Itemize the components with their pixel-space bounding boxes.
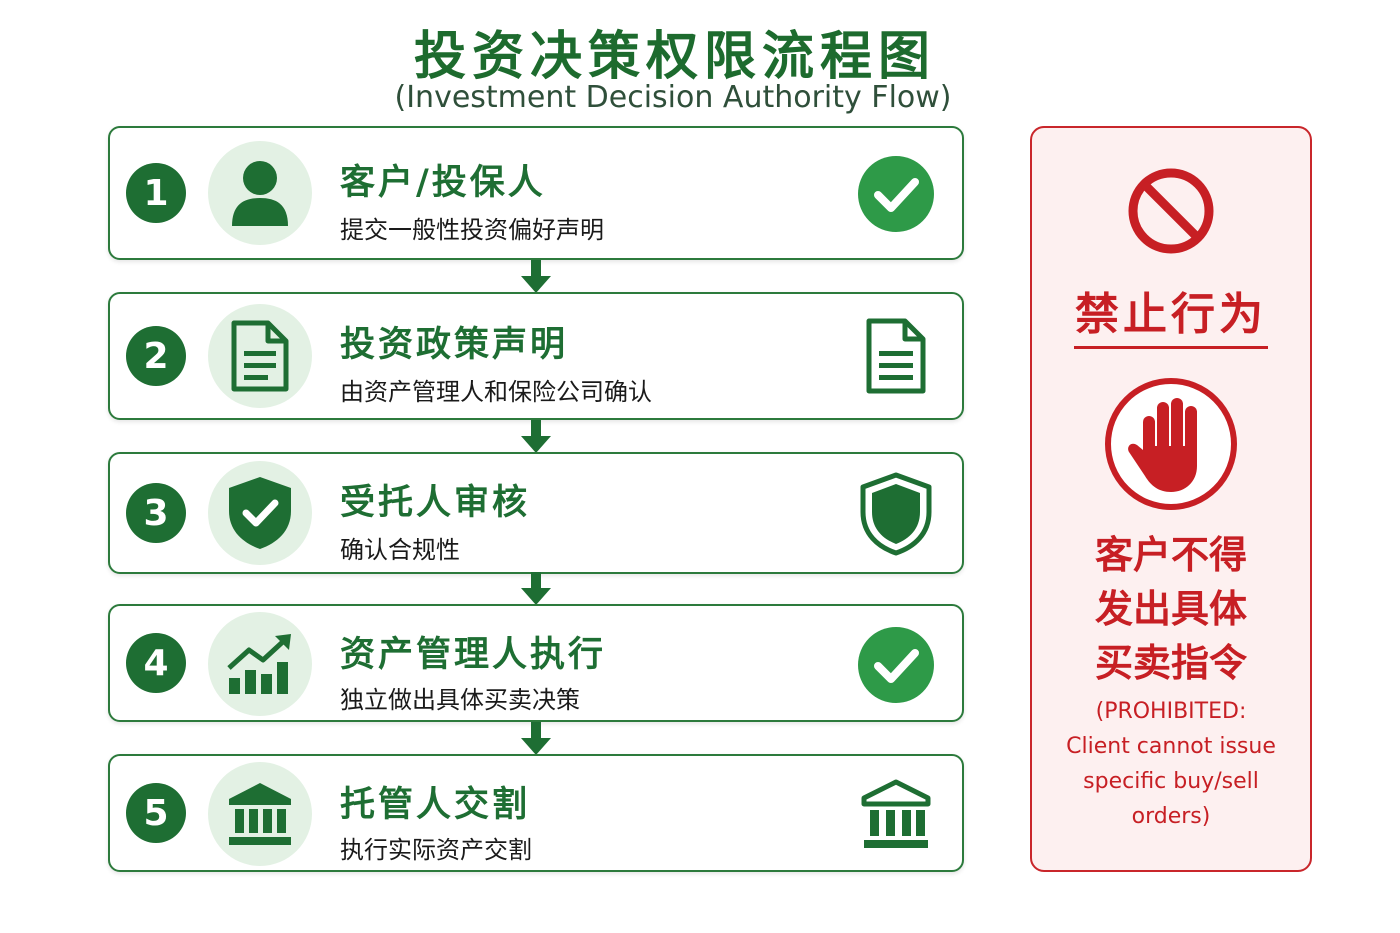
check-circle-icon xyxy=(858,627,934,703)
status-slot xyxy=(856,154,936,234)
step-title: 托管人交割 xyxy=(340,785,531,825)
step-description: 确认合规性 xyxy=(340,536,460,564)
flow-step-2: 2 投资政策声明 由资产管理人和保险公司确认 xyxy=(108,292,964,420)
step-icon-circle xyxy=(208,304,312,408)
step-icon-circle xyxy=(208,612,312,716)
flow-arrow xyxy=(521,260,551,293)
note-line: 发出具体 xyxy=(1094,587,1247,631)
flow-step-4: 4 资产管理人执行 独立做出具体买卖决策 xyxy=(108,604,964,722)
english-line: (PROHIBITED: xyxy=(1095,699,1247,724)
step-title: 受托人审核 xyxy=(340,483,531,523)
flow-arrow xyxy=(521,722,551,755)
growth-chart-icon xyxy=(227,634,291,694)
shield-check-icon xyxy=(229,477,291,549)
step-title: 客户/投保人 xyxy=(340,163,546,203)
english-line: Client cannot issue xyxy=(1066,734,1276,759)
status-slot xyxy=(856,316,936,396)
person-icon xyxy=(232,161,288,226)
note-line: 买卖指令 xyxy=(1094,641,1247,685)
check-circle-icon xyxy=(858,156,934,232)
step-description: 执行实际资产交割 xyxy=(340,836,532,864)
step-number: 3 xyxy=(126,483,186,543)
step-number: 5 xyxy=(126,783,186,843)
step-title: 资产管理人执行 xyxy=(340,635,607,675)
step-title: 投资政策声明 xyxy=(340,325,569,365)
step-description: 由资产管理人和保险公司确认 xyxy=(340,378,652,406)
page-subtitle: (Investment Decision Authority Flow) xyxy=(394,80,952,115)
stop-hand-icon xyxy=(1105,378,1237,510)
step-icon-circle xyxy=(208,762,312,866)
bank-icon xyxy=(229,783,291,845)
divider xyxy=(1074,346,1268,349)
step-number: 1 xyxy=(126,163,186,223)
english-line: specific buy/sell xyxy=(1083,769,1259,794)
step-icon-circle xyxy=(208,141,312,245)
prohibited-english-note: (PROHIBITED: Client cannot issue specifi… xyxy=(1032,694,1310,834)
flow-step-1: 1 客户/投保人 提交一般性投资偏好声明 xyxy=(108,126,964,260)
flow-step-5: 5 托管人交割 执行实际资产交割 xyxy=(108,754,964,872)
status-slot xyxy=(856,774,936,854)
prohibited-note: 客户不得 发出具体 买卖指令 xyxy=(1032,528,1310,690)
prohibited-title: 禁止行为 xyxy=(1075,289,1267,340)
status-slot xyxy=(856,625,936,705)
step-description: 提交一般性投资偏好声明 xyxy=(340,216,604,244)
step-number: 4 xyxy=(126,633,186,693)
flow-arrow xyxy=(521,420,551,453)
bank-icon xyxy=(861,779,931,848)
step-icon-circle xyxy=(208,461,312,565)
document-icon xyxy=(866,318,926,394)
note-line: 客户不得 xyxy=(1094,533,1247,577)
step-description: 独立做出具体买卖决策 xyxy=(340,686,580,714)
status-slot xyxy=(856,472,936,556)
step-number: 2 xyxy=(126,326,186,386)
flow-arrow xyxy=(521,572,551,605)
prohibited-icon xyxy=(1128,168,1214,254)
prohibited-panel: 禁止行为 客户不得 发出具体 买卖指令 (PROHIBITED: Client … xyxy=(1030,126,1312,872)
document-icon xyxy=(231,320,289,392)
english-line: orders) xyxy=(1131,804,1211,829)
flow-step-3: 3 受托人审核 确认合规性 xyxy=(108,452,964,574)
shield-icon xyxy=(860,472,932,556)
page-title: 投资决策权限流程图 xyxy=(413,27,936,87)
